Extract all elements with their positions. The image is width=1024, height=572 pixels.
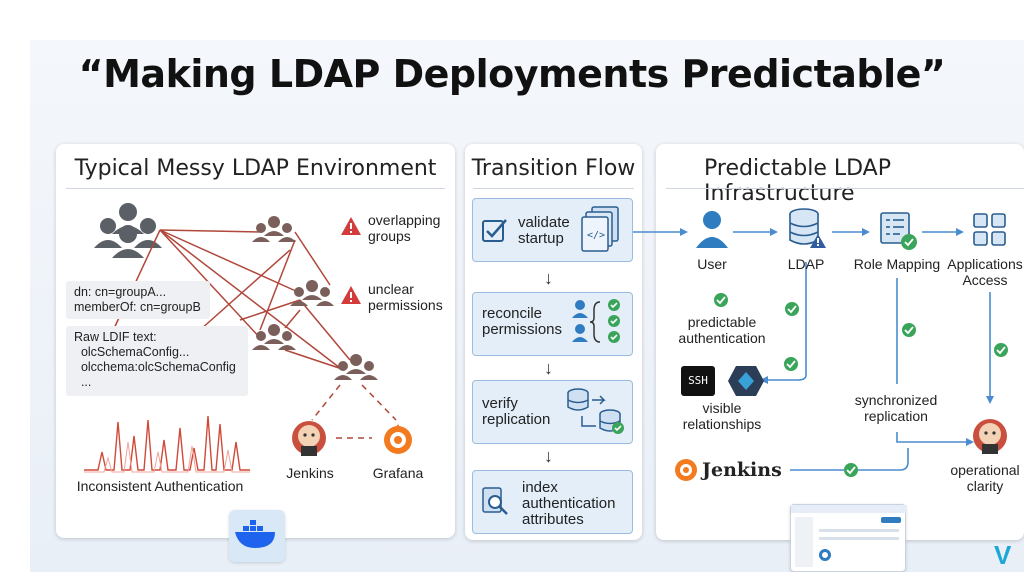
ldap-database-icon [789, 208, 826, 248]
grafana-label: Grafana [372, 465, 424, 481]
step2-label: reconcile permissions [482, 305, 563, 338]
raw-ldif-box: Raw LDIF text: olcSchemaConfig... olcche… [66, 326, 248, 396]
jenkins-label: Jenkins [286, 465, 334, 481]
svg-text:</>: </> [587, 230, 605, 241]
group-icon [252, 324, 296, 350]
role-mapping-label: Role Mapping [853, 256, 941, 272]
divider [66, 188, 445, 189]
step-reconcile-permissions [472, 292, 633, 356]
step3-label: verify replication [482, 395, 551, 428]
inconsistent-auth-spikes [84, 415, 250, 473]
divider [473, 188, 634, 189]
ldap-label: LDAP [787, 256, 825, 272]
user-icon [696, 211, 728, 248]
docker-whale-icon [235, 520, 275, 548]
visible-relationships-label: visible relationships [682, 400, 762, 432]
flow-arrow-icon: ↓ [544, 358, 553, 378]
applications-grid-icon [973, 213, 1006, 246]
user-label: User [697, 256, 727, 272]
reconcile-users-icon [572, 299, 620, 343]
group-icon [334, 354, 378, 380]
flow-arrow-icon: ↓ [544, 268, 553, 288]
jenkins-logo-icon [675, 459, 697, 481]
predictable-authentication-label: predictable authentication [678, 314, 766, 346]
replication-database-icon [567, 388, 624, 434]
group-icon [290, 280, 334, 306]
jenkins-logo-icon [292, 421, 326, 456]
kubernetes-icon [728, 366, 764, 396]
warning-icon [341, 217, 361, 235]
flow-arrow-icon: ↓ [544, 446, 553, 466]
synchronized-replication-label: synchronized replication [854, 392, 938, 424]
role-mapping-icon [880, 212, 917, 250]
predictable-panel-title: Predictable LDAP Infrastructure [704, 156, 891, 206]
ssh-badge: SSH [681, 366, 715, 396]
code-documents-icon: </> [581, 206, 619, 252]
divider [666, 188, 1024, 189]
operational-clarity-label: operational clarity [950, 462, 1020, 494]
dashboard-thumbnail [790, 504, 907, 572]
transition-panel-title: Transition Flow [471, 156, 636, 181]
users-group-icon [94, 203, 162, 258]
search-document-icon [482, 487, 508, 515]
messy-panel-title: Typical Messy LDAP Environment [74, 156, 437, 181]
warning-unclear-permissions: unclear permissions [368, 281, 443, 313]
grafana-logo-icon [384, 424, 412, 454]
predictable-infrastructure-panel: Predictable LDAP Infrastructure [656, 144, 1024, 540]
jenkins-wordmark: Jenkins [702, 459, 782, 481]
dn-text-box: dn: cn=groupA... memberOf: cn=groupB [66, 281, 210, 319]
step1-label: validate startup [518, 214, 570, 247]
checkbox-icon [482, 219, 507, 242]
jenkins-butler-icon [973, 419, 1007, 454]
inconsistent-auth-label: Inconsistent Authentication [76, 478, 244, 494]
page-title: “Making LDAP Deployments Predictable” [78, 52, 946, 96]
applications-access-label: Applications Access [947, 256, 1023, 288]
brand-logo-icon: V [994, 540, 1012, 570]
step4-label: index authentication attributes [522, 479, 616, 528]
warning-overlapping-groups: overlapping groups [368, 212, 441, 244]
warning-icon [341, 286, 361, 304]
group-icon [252, 216, 296, 242]
